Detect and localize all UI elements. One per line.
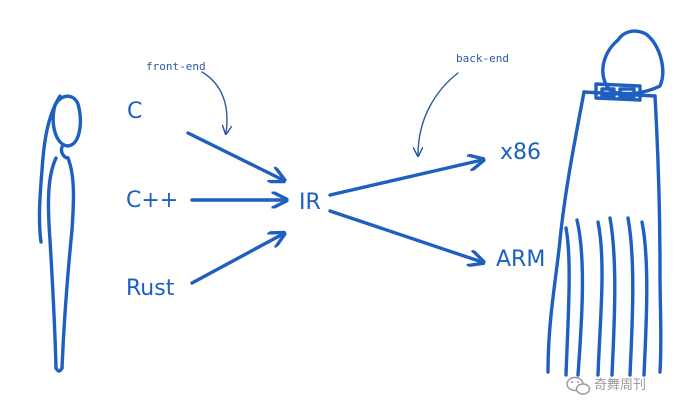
back-end-label: back-end bbox=[456, 52, 509, 65]
wechat-icon bbox=[566, 376, 591, 395]
source-cpp-label: C++ bbox=[126, 188, 178, 213]
target-x86-label: x86 bbox=[500, 140, 541, 165]
frontend-arrows bbox=[186, 131, 285, 285]
back-end-pointer bbox=[418, 72, 459, 155]
watermark-text: 奇舞周刊 bbox=[594, 377, 646, 393]
front-end-pointer bbox=[201, 71, 227, 133]
developer-figure bbox=[37, 94, 82, 373]
source-rust-label: Rust bbox=[126, 276, 175, 301]
backend-arrows bbox=[328, 160, 482, 262]
target-arm-label: ARM bbox=[496, 247, 545, 272]
ir-label: IR bbox=[299, 190, 321, 215]
arrow-ir-to-arm bbox=[328, 209, 482, 262]
arrow-c-to-ir bbox=[186, 131, 283, 180]
watermark: 奇舞周刊 bbox=[566, 376, 646, 395]
front-end-label: front-end bbox=[146, 60, 206, 73]
source-c-label: C bbox=[127, 99, 142, 124]
arrow-ir-to-x86 bbox=[328, 160, 482, 197]
machine-figure bbox=[546, 29, 665, 377]
arrow-rust-to-ir bbox=[190, 234, 283, 285]
